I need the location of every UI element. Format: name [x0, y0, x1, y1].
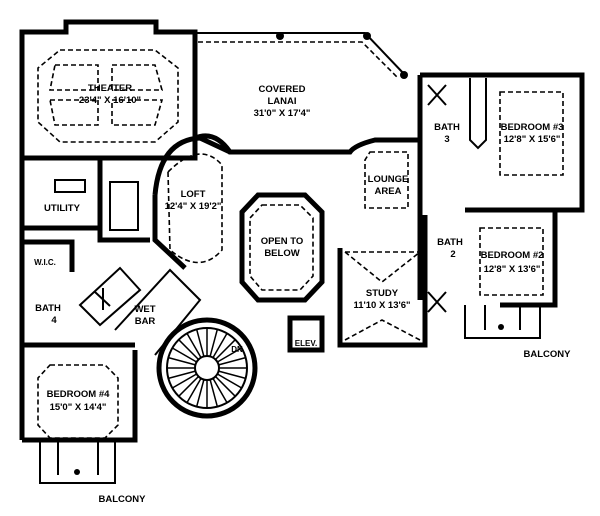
- stair-tread: [214, 375, 236, 397]
- lounge-area: LOUNGE AREA: [364, 151, 409, 209]
- covered-lanai: COVERED LANAI 31'0" X 17'4": [192, 32, 420, 158]
- stair-tread: [209, 379, 219, 407]
- stair-tread: [214, 339, 236, 361]
- open-to-below-label-2: BELOW: [264, 248, 299, 259]
- stair-tread: [209, 329, 219, 357]
- lounge-label-1: LOUNGE: [368, 174, 409, 185]
- stair-dn-label: DN: [231, 345, 243, 354]
- bath2-label: BATH: [437, 237, 463, 248]
- bedroom2-size: 12'8" X 13'6": [484, 264, 541, 275]
- bath4-number: 4: [51, 315, 57, 326]
- bedroom-4: BEDROOM #4 15'0" X 14'4" BALCONY: [22, 350, 146, 505]
- lanai-label-2: LANAI: [267, 96, 296, 107]
- loft: LOFT 12'4" X 19'2": [152, 135, 232, 270]
- stair-tread: [212, 378, 228, 404]
- lanai-label-1: COVERED: [259, 84, 306, 95]
- bedroom4-size: 15'0" X 14'4": [50, 402, 107, 413]
- theater-size: 23'4" X 16'10": [79, 95, 141, 106]
- loft-label: LOFT: [181, 189, 206, 200]
- study-label: STUDY: [366, 288, 399, 299]
- theater-label: THEATER: [88, 83, 132, 94]
- stair-tread: [178, 339, 200, 361]
- stair-tread: [218, 356, 246, 366]
- open-to-below: OPEN TO BELOW: [239, 192, 325, 303]
- right-wing: BATH 3 BEDROOM #3 12'8" X 15'6" BATH 2 B…: [417, 72, 585, 360]
- bedroom4-label: BEDROOM #4: [47, 389, 111, 400]
- stair-tread: [217, 347, 243, 363]
- stair-tread: [171, 373, 197, 389]
- wetbar-label-2: BAR: [135, 316, 156, 327]
- stair-tread: [217, 373, 243, 389]
- elev-label: ELEV.: [295, 339, 317, 348]
- lounge-label-2: AREA: [375, 186, 402, 197]
- stair-tread: [168, 356, 196, 366]
- stair-tread: [168, 370, 196, 380]
- wetbar-label-1: WET: [134, 304, 155, 315]
- utility-room: UTILITY: [19, 158, 150, 440]
- stair-tread: [178, 375, 200, 397]
- bath2-number: 2: [450, 249, 455, 260]
- stair-tread: [218, 370, 246, 380]
- elevator: ELEV.: [287, 315, 325, 353]
- bedroom3-label: BEDROOM #3: [501, 122, 564, 133]
- lanai-size: 31'0" X 17'4": [254, 108, 311, 119]
- wic-label: W.I.C.: [34, 258, 56, 267]
- bath3-number: 3: [444, 134, 449, 145]
- stair-tread: [171, 347, 197, 363]
- open-to-below-label-1: OPEN TO: [261, 236, 304, 247]
- wic-bath4: W.I.C. BATH 4: [22, 239, 142, 348]
- wet-bar: WET BAR: [114, 268, 202, 356]
- bath4-label: BATH: [35, 303, 61, 314]
- bath3-label: BATH: [434, 122, 460, 133]
- spiral-staircase: DN: [156, 317, 258, 419]
- bedroom3-size: 12'8" X 15'6": [504, 134, 561, 145]
- stair-tread: [195, 379, 205, 407]
- stair-tread: [186, 378, 202, 404]
- study: STUDY 11'10 X 13'6": [337, 215, 428, 348]
- loft-size: 12'4" X 19'2": [165, 201, 222, 212]
- balcony-right-label: BALCONY: [524, 349, 572, 360]
- bedroom2-label: BEDROOM #2: [481, 250, 544, 261]
- stair-tread: [195, 329, 205, 357]
- stair-tread: [212, 332, 228, 358]
- stair-tread: [186, 332, 202, 358]
- utility-label: UTILITY: [44, 203, 81, 214]
- balcony-left-label: BALCONY: [99, 494, 147, 505]
- theater-room: THEATER 23'4" X 16'10": [19, 19, 198, 161]
- study-size: 11'10 X 13'6": [353, 300, 410, 311]
